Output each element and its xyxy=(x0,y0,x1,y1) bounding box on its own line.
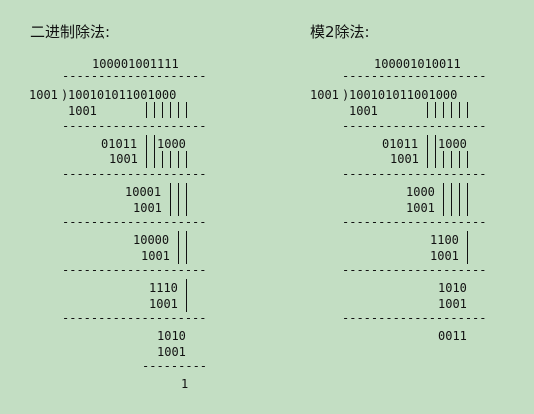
mod2-subtrahend-2: 1001 xyxy=(390,152,419,166)
binary-bringdown-bar xyxy=(186,151,187,168)
binary-rule: ------------------------ xyxy=(62,168,206,180)
mod2-bringdown-bar xyxy=(435,135,436,168)
binary-bringdown-bar xyxy=(146,135,147,168)
mod2-bringdown-bar xyxy=(443,183,444,216)
binary-rule: ------------------------ xyxy=(62,312,206,324)
binary-bringdown-bar xyxy=(170,102,171,118)
binary-divisor: 1001 xyxy=(29,88,58,102)
binary-division-title: 二进制除法: xyxy=(30,23,111,41)
binary-carry-2: 1000 xyxy=(157,137,186,151)
mod2-partial-5: 1010 xyxy=(438,281,467,295)
binary-bringdown-bar xyxy=(186,183,187,216)
binary-subtrahend-6: 1001 xyxy=(157,345,186,359)
mod2-bringdown-bar xyxy=(459,151,460,168)
mod2-bringdown-bar xyxy=(443,102,444,118)
mod2-division-bracket: ) xyxy=(342,88,350,102)
binary-bringdown-bar xyxy=(178,183,179,216)
mod2-partial-3: 1000 xyxy=(406,185,435,199)
binary-remainder: 1 xyxy=(181,377,189,391)
binary-bringdown-bar xyxy=(178,231,179,264)
binary-partial-6: 1010 xyxy=(157,329,186,343)
binary-dividend: 100101011001000 xyxy=(68,88,177,102)
binary-rule-top: ------------------------ xyxy=(62,70,206,82)
mod2-remainder: 0011 xyxy=(438,329,467,343)
binary-bringdown-bar xyxy=(178,151,179,168)
mod2-carry-2: 1000 xyxy=(438,137,467,151)
binary-bringdown-bar xyxy=(170,183,171,216)
binary-bringdown-bar xyxy=(146,102,147,118)
mod2-rule: ------------------------ xyxy=(342,216,486,228)
mod2-bringdown-bar xyxy=(427,135,428,168)
mod2-subtrahend-4: 1001 xyxy=(430,249,459,263)
binary-bringdown-bar xyxy=(162,102,163,118)
mod2-division-title: 模2除法: xyxy=(310,23,370,41)
binary-rule: ------------------------ xyxy=(62,264,206,276)
mod2-bringdown-bar xyxy=(459,102,460,118)
mod2-subtrahend-3: 1001 xyxy=(406,201,435,215)
mod2-bringdown-bar xyxy=(467,151,468,168)
binary-partial-5: 1110 xyxy=(149,281,178,295)
binary-rule-short: ---------- xyxy=(142,360,206,372)
mod2-bringdown-bar xyxy=(451,102,452,118)
mod2-rule: ------------------------ xyxy=(342,312,486,324)
binary-subtrahend-2: 1001 xyxy=(109,152,138,166)
mod2-rule: ------------------------ xyxy=(342,120,486,132)
mod2-partial-2: 01011 xyxy=(382,137,419,151)
binary-bringdown-bar xyxy=(170,151,171,168)
mod2-rule: ------------------------ xyxy=(342,168,486,180)
binary-subtrahend-4: 1001 xyxy=(141,249,170,263)
binary-partial-3: 10001 xyxy=(125,185,162,199)
binary-bringdown-bar xyxy=(154,102,155,118)
mod2-subtrahend-5: 1001 xyxy=(438,297,467,311)
mod2-bringdown-bar xyxy=(427,102,428,118)
mod2-dividend: 100101011001000 xyxy=(349,88,458,102)
mod2-rule-top: ------------------------ xyxy=(342,70,486,82)
binary-partial-2: 01011 xyxy=(101,137,138,151)
mod2-bringdown-bar xyxy=(451,183,452,216)
mod2-quotient: 100001010011 xyxy=(374,57,461,71)
binary-rule: ------------------------ xyxy=(62,216,206,228)
mod2-bringdown-bar xyxy=(435,102,436,118)
binary-bringdown-bar xyxy=(186,231,187,264)
mod2-divisor: 1001 xyxy=(310,88,339,102)
binary-subtrahend-1: 1001 xyxy=(68,104,97,118)
mod2-bringdown-bar xyxy=(467,102,468,118)
binary-division-bracket: ) xyxy=(61,88,69,102)
binary-quotient: 100001001111 xyxy=(92,57,179,71)
binary-rule: ------------------------ xyxy=(62,120,206,132)
binary-subtrahend-3: 1001 xyxy=(133,201,162,215)
binary-bringdown-bar xyxy=(178,102,179,118)
mod2-bringdown-bar xyxy=(459,183,460,216)
binary-bringdown-bar xyxy=(186,102,187,118)
mod2-rule: ------------------------ xyxy=(342,264,486,276)
binary-bringdown-bar xyxy=(186,279,187,312)
binary-subtrahend-5: 1001 xyxy=(149,297,178,311)
mod2-partial-4: 1100 xyxy=(430,233,459,247)
mod2-subtrahend-1: 1001 xyxy=(349,104,378,118)
mod2-bringdown-bar xyxy=(443,151,444,168)
binary-bringdown-bar xyxy=(162,151,163,168)
mod2-bringdown-bar xyxy=(467,183,468,216)
mod2-bringdown-bar xyxy=(451,151,452,168)
binary-bringdown-bar xyxy=(154,135,155,168)
mod2-bringdown-bar xyxy=(467,231,468,264)
binary-partial-4: 10000 xyxy=(133,233,170,247)
